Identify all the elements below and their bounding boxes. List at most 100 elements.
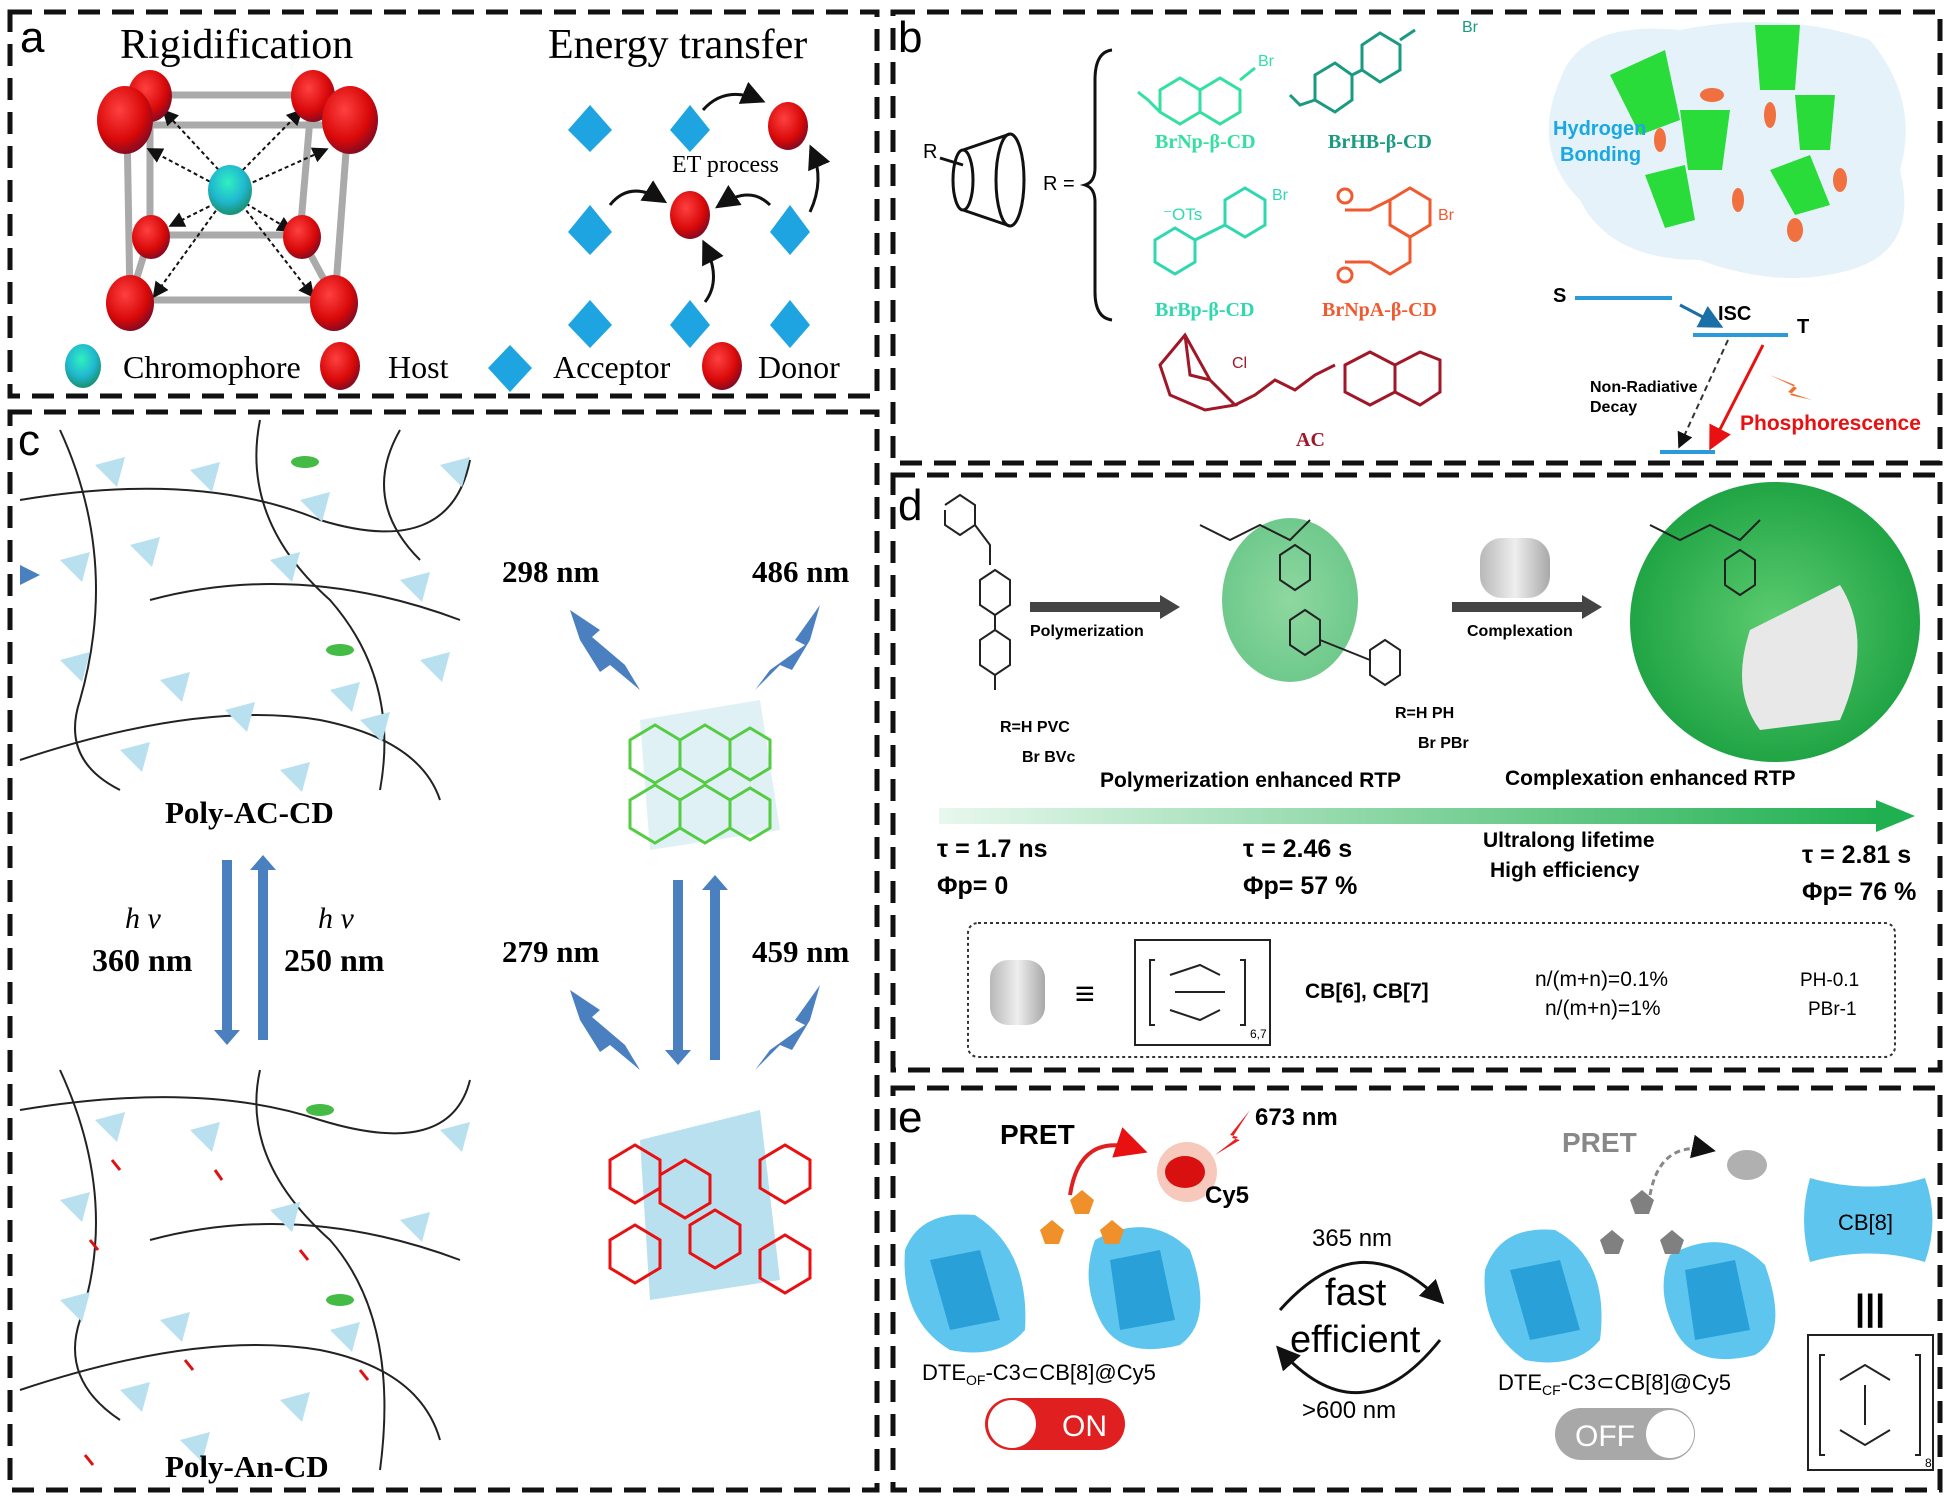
pret-arrow <box>1068 1127 1148 1196</box>
guest-molecules <box>291 456 354 1306</box>
cl-label: Cl <box>1232 355 1247 372</box>
polymer-structure <box>1199 519 1401 687</box>
compound-brnpa: BrNpA-β-CD <box>1322 299 1437 321</box>
panel-a-border <box>7 9 880 399</box>
cy5-quenched <box>1727 1150 1767 1180</box>
compound-brnp: BrNp-β-CD <box>1155 131 1256 153</box>
brace <box>1079 48 1113 322</box>
hv-label-right: h ν <box>318 902 355 935</box>
brnpa-structure <box>1336 186 1432 284</box>
compound-brhb: BrHB-β-CD <box>1328 131 1432 153</box>
cy5-label: Cy5 <box>1205 1182 1249 1209</box>
ratio-2: n/(m+n)=1% <box>1545 997 1661 1020</box>
host-spheres <box>97 70 378 331</box>
phosphorescence-arrow <box>1709 344 1765 451</box>
fast-label: fast <box>1325 1272 1387 1314</box>
high-efficiency-label: High efficiency <box>1490 859 1640 882</box>
legend-chromophore: Chromophore <box>123 349 301 385</box>
legend-donor: Donor <box>758 349 840 385</box>
br-label-2: Br <box>1462 19 1479 36</box>
reverse-switch-arrow <box>1276 1339 1442 1395</box>
legend-host: Host <box>388 349 449 385</box>
lightning-icons <box>570 605 820 1070</box>
cb8-structure <box>1807 1334 1934 1471</box>
cb8-subscript: 8 <box>1925 1456 1932 1470</box>
dte-of-label: DTEOF-C3⊂CB[8]@Cy5 <box>922 1360 1156 1388</box>
br-pbr-label: Br PBr <box>1418 735 1469 752</box>
poly-an-cd-label: Poly-An-CD <box>165 1449 329 1484</box>
wl-486-label: 486 nm <box>752 554 849 589</box>
legend-dotted-box <box>967 922 1896 1058</box>
poly-an-cd-network <box>19 1069 471 1471</box>
phi-3: Φp= 76 % <box>1802 878 1916 906</box>
donor-icon <box>702 342 742 390</box>
complex-polymer-structure <box>1649 519 1761 597</box>
dte-closed-complex <box>1484 1190 1776 1363</box>
bonding-label: Bonding <box>1560 144 1641 166</box>
photo-switch-arrows <box>214 855 728 1065</box>
ac-label: AC <box>1296 429 1325 451</box>
phosphorescence-label: Phosphorescence <box>1740 412 1921 435</box>
tau-3: τ = 2.81 s <box>1802 841 1911 869</box>
ac-in-cd-complex <box>628 700 780 850</box>
an-dimer-in-cd-complex <box>608 1110 812 1300</box>
polymerization-arrow <box>1030 602 1160 612</box>
emission-icon <box>1770 375 1812 400</box>
panel-c: c Poly-AC-CD <box>7 409 880 1493</box>
et-process-label: ET process <box>672 152 779 178</box>
acceptor-icon <box>488 345 532 392</box>
brnp-structure <box>1137 66 1256 126</box>
legend-acceptor: Acceptor <box>553 349 671 385</box>
compound-brbp: BrBp-β-CD <box>1155 299 1254 321</box>
nonradiative-label: Non-Radiative <box>1590 379 1698 396</box>
complexation-arrowhead <box>1582 595 1602 619</box>
enhancement-gradient-arrow <box>939 808 1879 824</box>
dte-of-prefix: DTE <box>922 1360 966 1385</box>
poly-ac-cd-network <box>19 419 471 801</box>
br-label-3: Br <box>1272 187 1289 204</box>
hydrogen-label: Hydrogen <box>1553 118 1646 140</box>
efficient-label: efficient <box>1290 1319 1421 1361</box>
complexation-rtp-label: Complexation enhanced RTP <box>1505 767 1796 790</box>
dte-open-complex <box>904 1190 1201 1353</box>
singlet-label: S <box>1553 285 1566 307</box>
cb-legend-icon <box>990 960 1045 1025</box>
wl-365-label: 365 nm <box>1312 1225 1392 1252</box>
cb-structure <box>1134 939 1271 1046</box>
panel-c-border <box>7 409 880 1493</box>
phi-2: Φp= 57 % <box>1243 872 1357 900</box>
panel-label-a: a <box>20 13 45 62</box>
anthracene-dimer-marks <box>83 1159 370 1466</box>
cb-subscript-67: 6,7 <box>1250 1027 1267 1041</box>
polymerization-arrowhead <box>1160 595 1180 619</box>
cb-in-complex <box>1742 585 1858 730</box>
isc-label: ISC <box>1718 303 1751 325</box>
wl-279-label: 279 nm <box>502 934 599 969</box>
panel-label-d: d <box>898 481 922 530</box>
panel-a-legend: Chromophore Host Acceptor Donor <box>65 342 840 392</box>
wl-250-label: 250 nm <box>284 942 385 978</box>
pret-blocked-arrow <box>1648 1134 1716 1196</box>
cyclodextrin-cone-icon <box>939 132 1026 228</box>
energy-transfer-lattice: ET process <box>568 81 831 348</box>
panel-label-e: e <box>898 1093 922 1142</box>
cb8-icon <box>1804 1178 1933 1262</box>
on-toggle[interactable]: ON <box>985 1398 1125 1450</box>
off-toggle[interactable]: OFF <box>1555 1408 1695 1460</box>
dte-cf-subscript: CF <box>1542 1382 1561 1398</box>
panel-d: d Polymerization R=H PVC Br BVc R=H PH B… <box>890 472 1943 1073</box>
dte-of-subscript: OF <box>966 1372 985 1388</box>
wl-673-label: 673 nm <box>1255 1104 1338 1131</box>
r-h-pvc-label: R=H PVC <box>1000 719 1070 736</box>
energy-transfer-title: Energy transfer <box>548 22 807 68</box>
isc-arrow <box>1679 303 1724 328</box>
gradient-arrowhead <box>1876 800 1915 832</box>
cy5-dye <box>1165 1156 1205 1188</box>
panel-label-b: b <box>898 13 922 62</box>
br-bvc-label: Br BVc <box>1022 749 1075 766</box>
hv-label-left: h ν <box>125 902 162 935</box>
complexation-label: Complexation <box>1467 623 1573 640</box>
br-label-4: Br <box>1438 207 1455 224</box>
cb8-label: CB[8] <box>1838 1210 1893 1235</box>
